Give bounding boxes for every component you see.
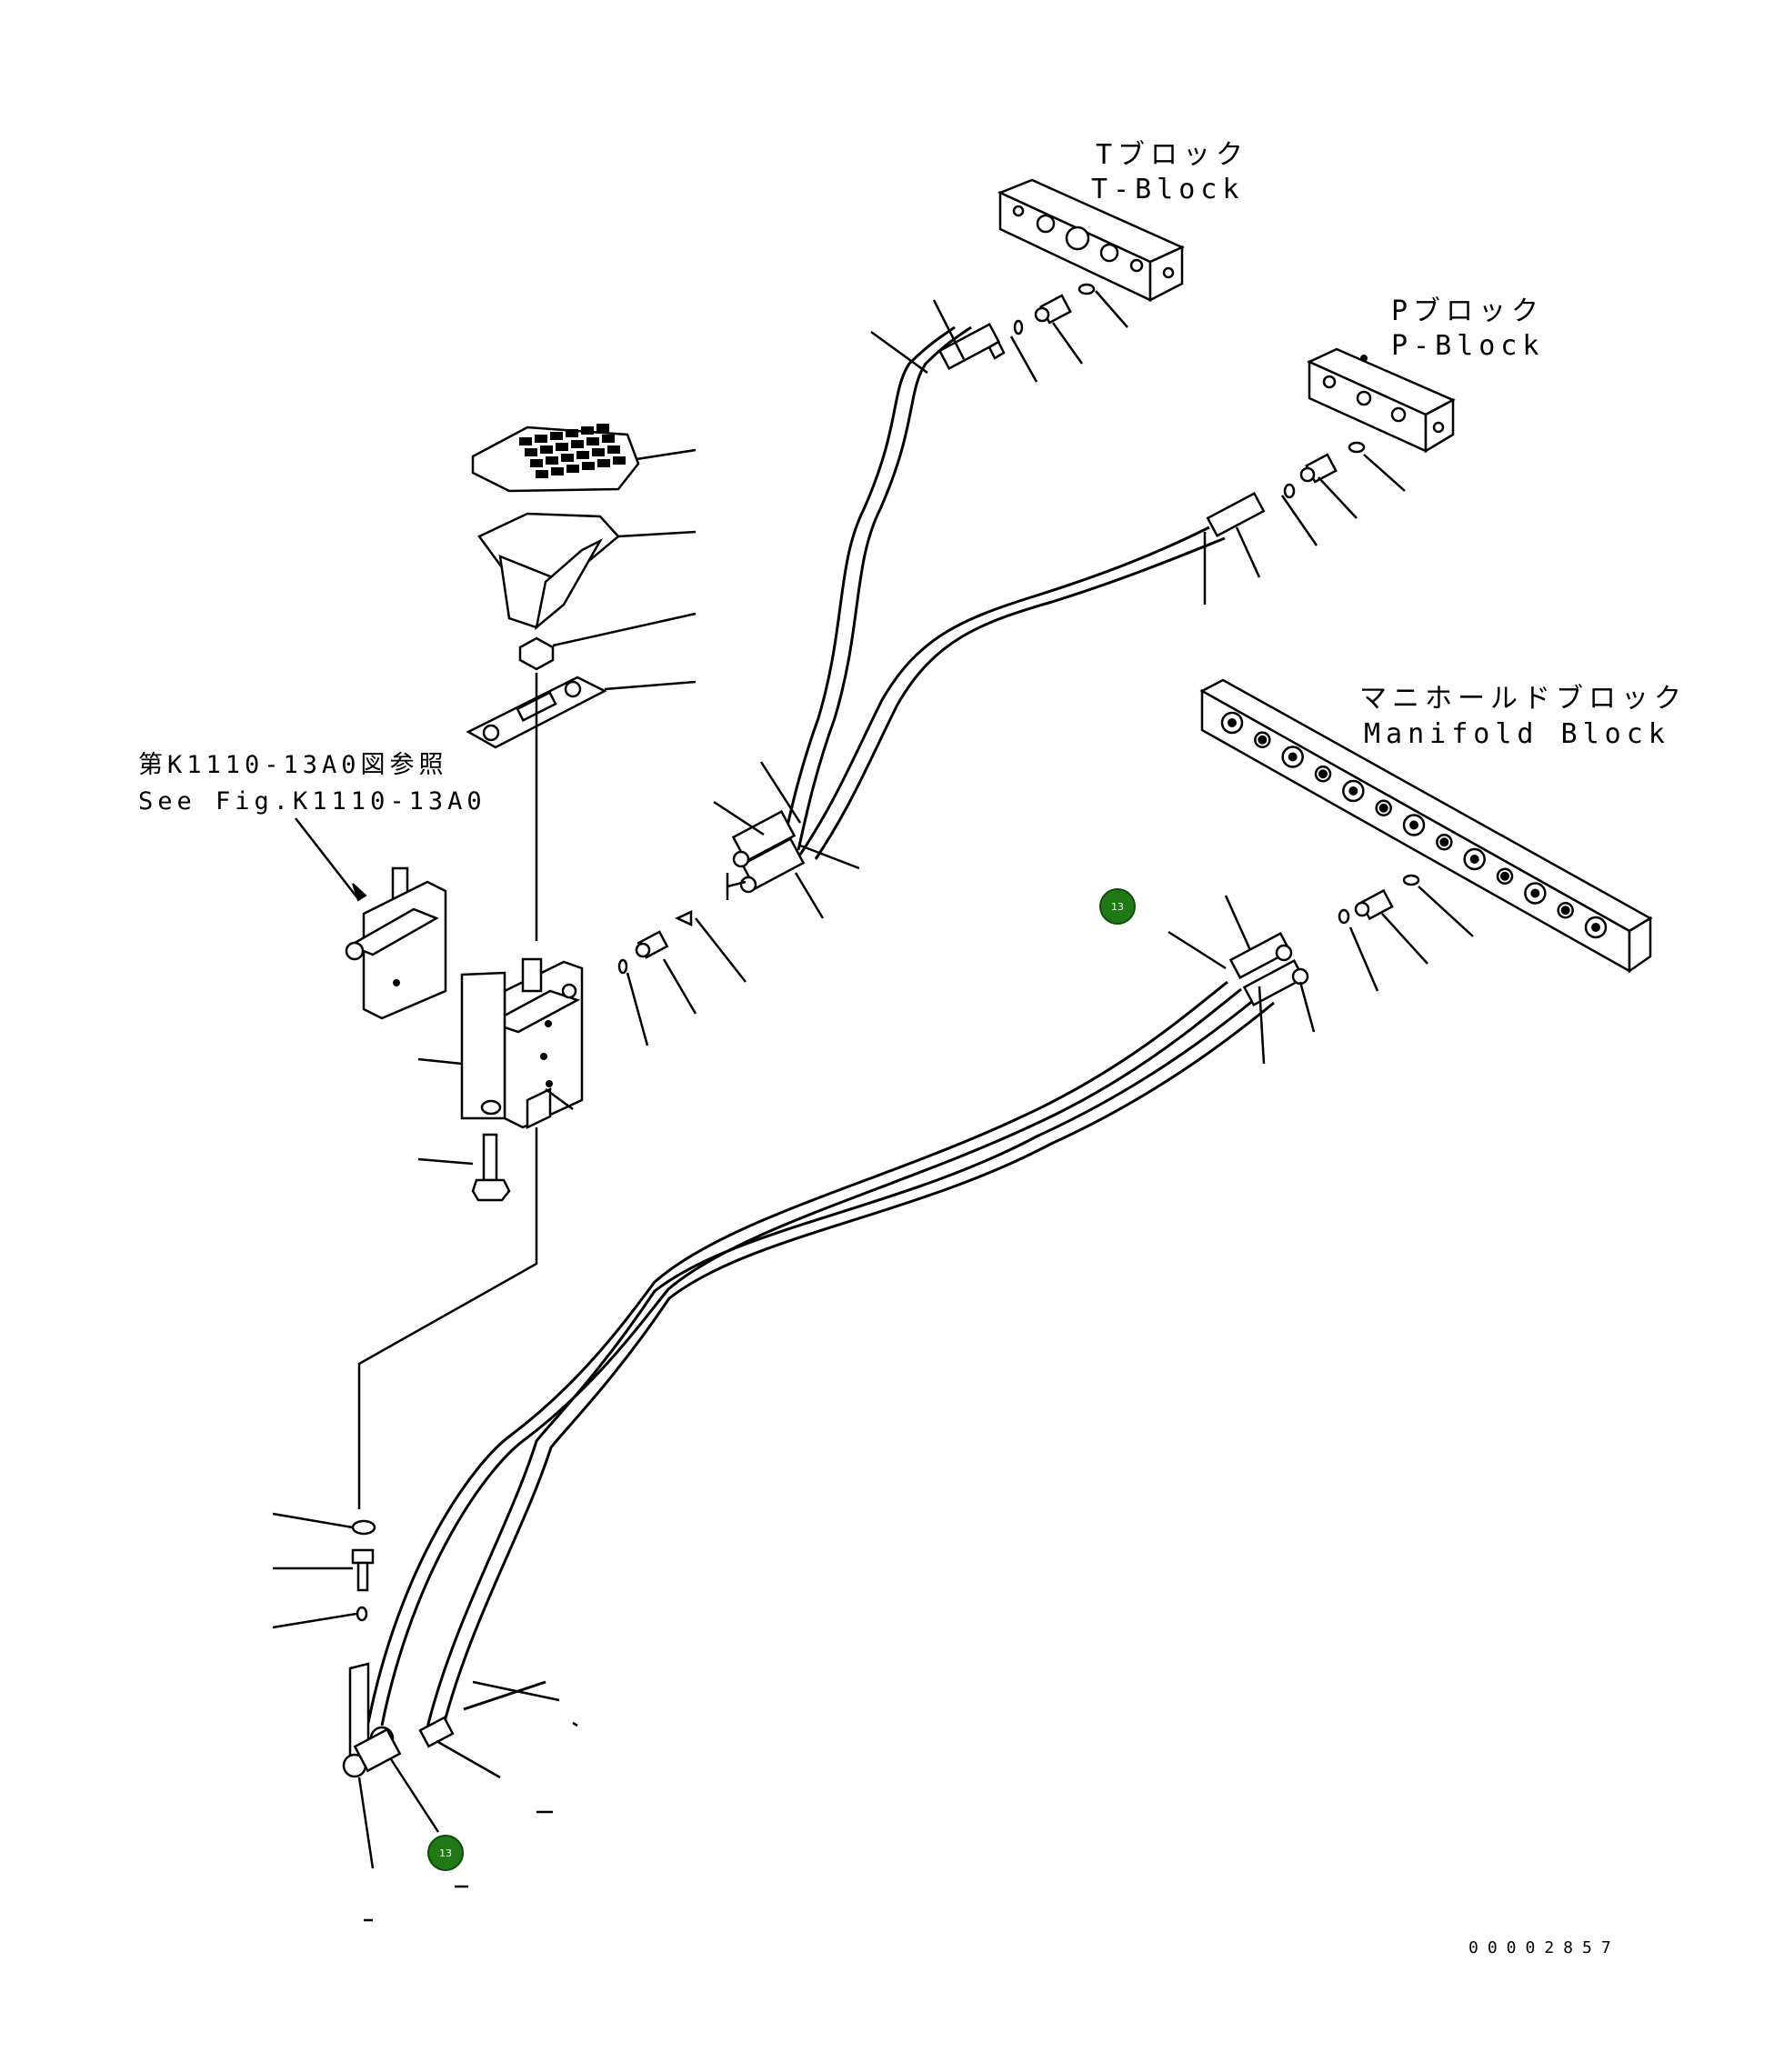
pedal-tread [576,451,589,459]
valve-stud [480,1099,502,1116]
drawing-reference: 00002857 [1468,1938,1620,1957]
p-block-label-en: P-Block [1391,330,1544,362]
manifold-port-center [1500,871,1509,881]
pedal-tread [596,424,609,432]
lower-left-fittings [272,1512,578,1922]
p-block-fittings [1203,441,1406,605]
t-block-label-en: T-Block [1091,174,1244,205]
see-figure-label-jp: 第K1110-13A0図参照 [138,751,448,779]
callout-13-bottom-number: 13 [439,1847,452,1859]
pedal-tread [535,435,547,443]
manifold-port-center [1530,888,1540,898]
pedal-tread [525,448,537,456]
pedal-tread [592,448,605,456]
manifold-port-center [1288,752,1298,762]
manifold-port-center [1439,837,1449,847]
pedal-tread [582,462,595,470]
pedal-plate [466,676,697,749]
pedal-tread [551,467,564,475]
pedal-tread [571,440,584,448]
hoses-to-manifold [366,980,1275,1733]
manifold-port-center [1591,923,1600,932]
pedal-tread [566,429,578,437]
pedal-tread [540,445,553,454]
manifold-fittings [1168,874,1474,1065]
hose-to-t-block [780,325,972,851]
centre-junction-fittings [617,761,860,1046]
pedal-tread [561,454,574,462]
pedal-tread [536,470,548,478]
p-block-label-jp: Pブロック [1391,295,1544,327]
see-figure-label-en: See Fig.K1110-13A0 [138,787,486,816]
manifold-port-center [1469,855,1479,864]
pedal-tread [586,437,599,445]
pedal-tread [566,465,579,473]
manifold-port-center [1228,718,1237,727]
manifold-label-en: Manifold Block [1364,718,1670,750]
referenced-valve [295,817,447,1020]
pedal-tread [607,445,620,454]
linkage-line [357,1127,538,1509]
manifold-port-center [1409,820,1418,830]
p-block [1307,347,1456,454]
pedal-pad [471,424,697,493]
t-block [997,178,1186,303]
pedal-tread [556,443,568,451]
callout-13-bottom[interactable]: 13 [427,1835,464,1871]
pedal-tread [519,437,532,445]
callout-13-right[interactable]: 13 [1099,888,1136,925]
manifold-port-center [1378,803,1388,813]
hose-to-p-block [798,526,1226,860]
pedal-tread [597,459,610,467]
pedal-tread [602,435,615,443]
manifold-port-center [1318,769,1328,779]
t-block-label-jp: Tブロック [1096,139,1248,171]
pedal-tread [581,426,594,435]
manifold-block [1199,678,1653,974]
manifold-label-jp: マニホールドブロック [1359,683,1687,715]
manifold-port-center [1348,786,1358,796]
callout-13-right-number: 13 [1111,901,1124,913]
ppc-valve [417,957,584,1129]
pedal-tread [530,459,543,467]
pedal-tread [613,456,626,465]
t-block-fittings [870,283,1128,383]
manifold-port-center [1258,735,1268,745]
pedal-tread [550,432,563,440]
pedal-nut [518,612,697,671]
pedal-bracket [477,512,697,631]
manifold-port-center [1560,906,1570,916]
pedal-tread [546,456,558,465]
valve-bolt [417,1133,511,1202]
